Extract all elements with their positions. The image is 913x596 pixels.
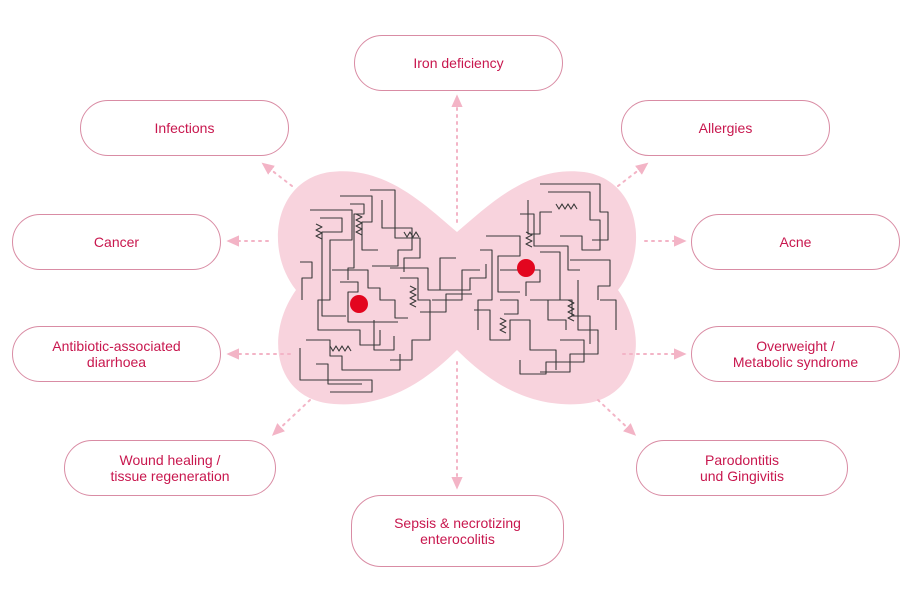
arrow-allergies: [617, 162, 649, 187]
arrow-infections: [261, 162, 293, 187]
center-shape: [277, 171, 637, 405]
bacteria-dot-left: [350, 295, 368, 313]
arrow-wound-healing: [271, 399, 311, 436]
condition-iron-deficiency: Iron deficiency: [354, 35, 563, 91]
condition-sepsis: Sepsis & necrotizing enterocolitis: [351, 495, 564, 567]
bacteria-dot-right: [517, 259, 535, 277]
bacteria-circuit-icon: [299, 183, 617, 393]
condition-antibiotic-diarrhoea: Antibiotic-associated diarrhoea: [12, 326, 221, 382]
condition-parodontitis: Parodontitis und Gingivitis: [636, 440, 848, 496]
condition-overweight: Overweight / Metabolic syndrome: [691, 326, 900, 382]
condition-acne: Acne: [691, 214, 900, 270]
condition-wound-healing: Wound healing / tissue regeneration: [64, 440, 276, 496]
condition-allergies: Allergies: [621, 100, 830, 156]
arrow-parodontitis: [597, 399, 637, 436]
condition-cancer: Cancer: [12, 214, 221, 270]
connector-arrows: [226, 94, 687, 490]
condition-infections: Infections: [80, 100, 289, 156]
